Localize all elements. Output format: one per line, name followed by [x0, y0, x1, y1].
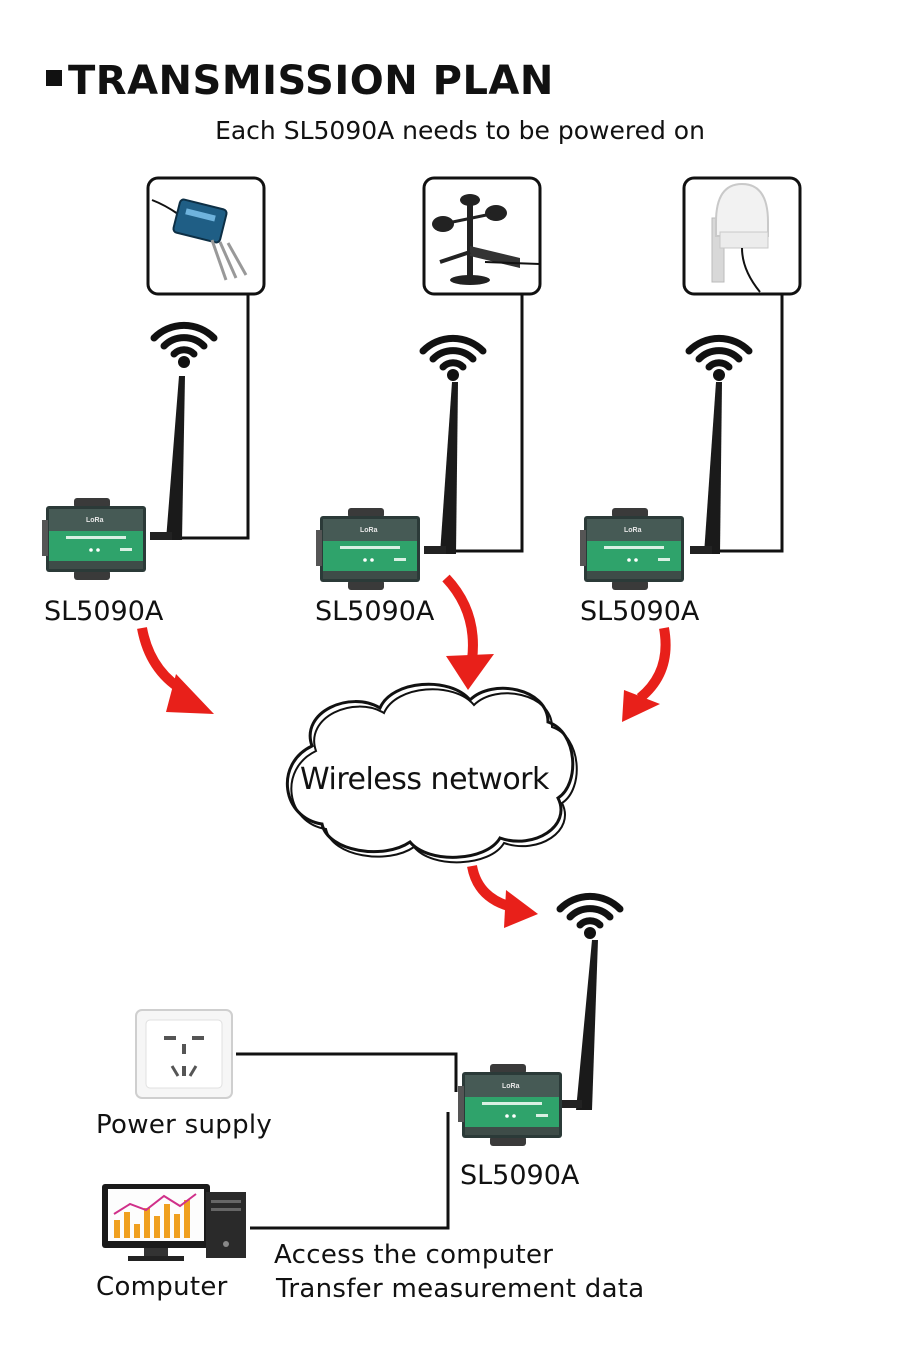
wireless-network-cloud: [285, 682, 578, 864]
light-sensor-icon: [711, 182, 769, 293]
power-supply-label: Power supply: [96, 1110, 273, 1140]
sensor-box-2: [422, 176, 542, 296]
sensor-box-1: [146, 176, 266, 296]
sensor-box-3: [682, 176, 802, 296]
cable-1: [170, 294, 250, 540]
computer-label: Computer: [96, 1272, 228, 1302]
title-bullet: [46, 70, 62, 86]
computer-link-line1: Access the computer: [274, 1240, 554, 1270]
cable-power: [236, 1052, 458, 1092]
lora-device-1: [42, 498, 146, 580]
lora-device-2: [316, 508, 420, 590]
arrow-cloud-to-receiver: [467, 864, 538, 928]
receiver-label: SL5090A: [460, 1160, 580, 1191]
cable-2: [444, 294, 524, 553]
computer-link-line2: Transfer measurement data: [276, 1274, 645, 1304]
cable-3: [708, 294, 784, 553]
antenna-receiver: [560, 940, 598, 1110]
cloud-label: Wireless network: [300, 762, 549, 797]
lora-device-3: [580, 508, 684, 590]
cable-computer: [250, 1112, 450, 1230]
antenna-3: [690, 382, 722, 554]
antenna-1: [150, 376, 185, 540]
device-label-1: SL5090A: [44, 596, 164, 627]
wifi-icon-2: [423, 338, 483, 381]
anemometer-icon: [432, 194, 541, 285]
antenna-2: [424, 382, 458, 554]
wifi-icon-1: [154, 325, 214, 368]
arrow-2: [442, 574, 494, 690]
device-label-2: SL5090A: [315, 596, 435, 627]
soil-sensor-icon: [151, 198, 248, 281]
wifi-icon-3: [689, 338, 749, 381]
arrow-1: [137, 627, 214, 714]
page-title: TRANSMISSION PLAN: [46, 58, 554, 104]
lora-device-receiver: [458, 1064, 562, 1146]
page-subtitle: Each SL5090A needs to be powered on: [215, 116, 705, 145]
power-socket-icon: [135, 1009, 233, 1099]
computer-icon: [102, 1184, 246, 1261]
arrow-3: [622, 627, 671, 722]
wifi-icon-receiver: [560, 896, 620, 939]
device-label-3: SL5090A: [580, 596, 700, 627]
